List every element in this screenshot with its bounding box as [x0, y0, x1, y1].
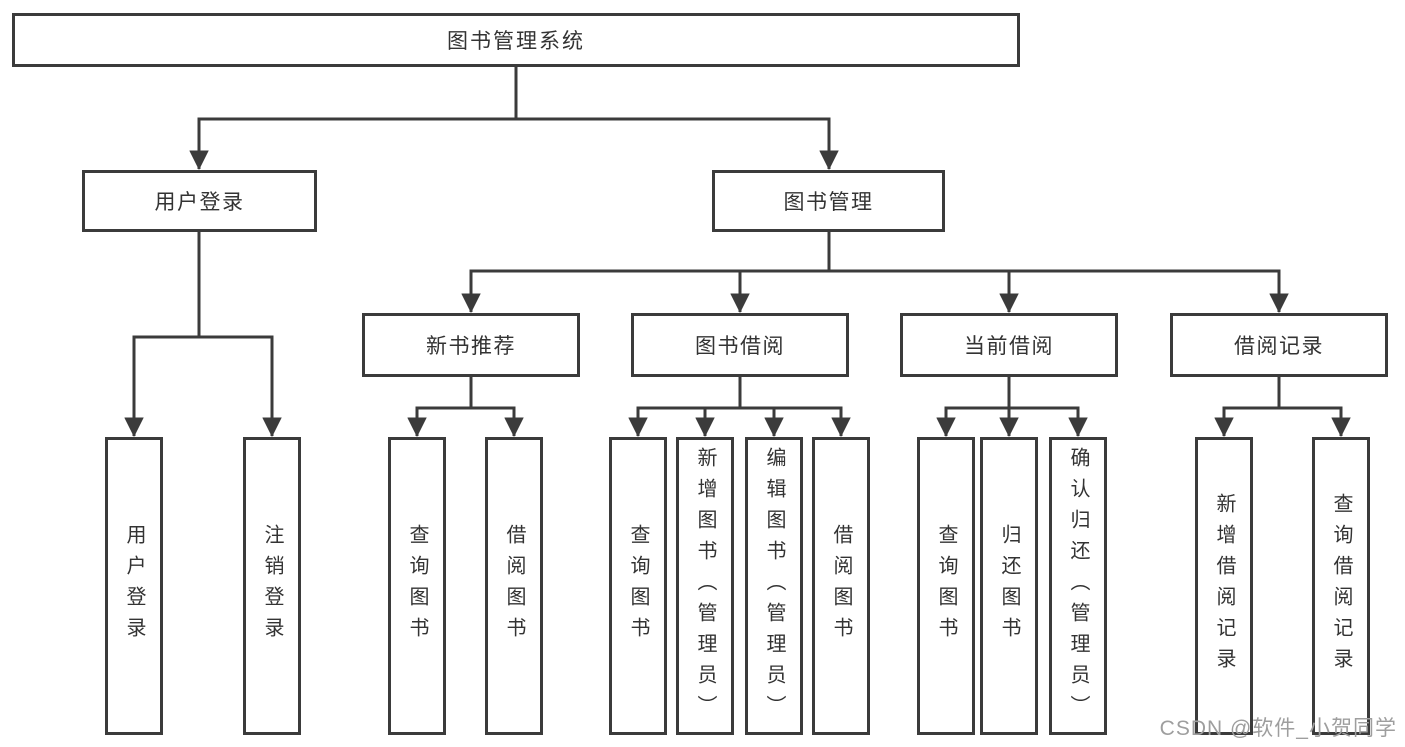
- node-label: 图书管理系统: [447, 30, 585, 53]
- node-leaf-query-books: 查询图书: [388, 437, 446, 735]
- node-label: 图书管理: [783, 191, 874, 214]
- node-label: 确认归还（管理员）: [1067, 446, 1089, 726]
- node-leaf-borrow-books: 借阅图书: [485, 437, 543, 735]
- node-leaf-borrow-books-2: 借阅图书: [812, 437, 870, 735]
- node-label: 新增图书（管理员）: [694, 446, 716, 726]
- node-leaf-logout: 注销登录: [243, 437, 301, 735]
- node-label: 新书推荐: [426, 335, 516, 358]
- node-book-management-module: 图书管理: [712, 170, 945, 232]
- node-leaf-return-books: 归还图书: [980, 437, 1038, 735]
- node-library-management-system: 图书管理系统: [12, 13, 1020, 67]
- node-label: 注销登录: [261, 524, 283, 648]
- node-current-borrow: 当前借阅: [900, 313, 1118, 377]
- node-leaf-query-books-3: 查询图书: [917, 437, 975, 735]
- csdn-watermark: CSDN @软件_小贺同学: [1159, 717, 1397, 740]
- node-leaf-add-books-admin: 新增图书（管理员）: [676, 437, 734, 735]
- node-user-login-module: 用户登录: [82, 170, 317, 232]
- node-leaf-query-books-2: 查询图书: [609, 437, 667, 735]
- node-book-borrow: 图书借阅: [631, 313, 849, 377]
- node-label: 归还图书: [998, 524, 1020, 648]
- node-label: 当前借阅: [964, 335, 1054, 358]
- node-leaf-confirm-return-admin: 确认归还（管理员）: [1049, 437, 1107, 735]
- node-label: 用户登录: [154, 191, 245, 214]
- node-leaf-user-login: 用户登录: [105, 437, 163, 735]
- node-leaf-add-borrow-record: 新增借阅记录: [1195, 437, 1253, 735]
- node-label: 查询图书: [406, 524, 428, 648]
- node-label: 查询图书: [627, 524, 649, 648]
- node-label: 图书借阅: [695, 335, 785, 358]
- node-leaf-edit-books-admin: 编辑图书（管理员）: [745, 437, 803, 735]
- node-label: 借阅记录: [1234, 335, 1324, 358]
- node-label: 查询借阅记录: [1330, 493, 1352, 679]
- node-label: 用户登录: [123, 524, 145, 648]
- node-label: 借阅图书: [830, 524, 852, 648]
- node-label: 查询图书: [935, 524, 957, 648]
- node-borrow-records: 借阅记录: [1170, 313, 1388, 377]
- node-leaf-query-borrow-record: 查询借阅记录: [1312, 437, 1370, 735]
- node-label: 借阅图书: [503, 524, 525, 648]
- node-label: 编辑图书（管理员）: [763, 446, 785, 726]
- node-label: 新增借阅记录: [1213, 493, 1235, 679]
- node-new-book-recommend: 新书推荐: [362, 313, 580, 377]
